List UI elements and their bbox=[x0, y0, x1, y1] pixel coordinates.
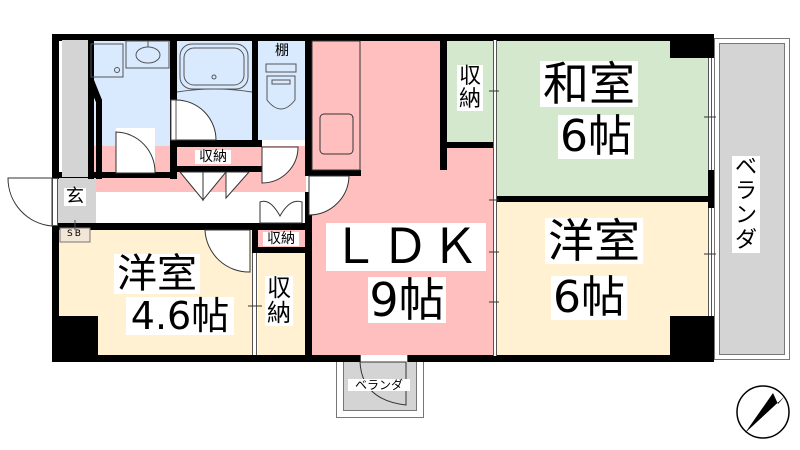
wall-storage-left bbox=[252, 223, 258, 253]
window-east-yoshitsu bbox=[708, 208, 712, 316]
shoe-box-label: SB bbox=[67, 229, 83, 239]
ldk-size: 9帖 bbox=[368, 273, 446, 327]
ldk-name: ＬＤＫ bbox=[326, 223, 486, 271]
washitsu-name: 和室 bbox=[540, 61, 638, 107]
wall-hall-bottom bbox=[52, 223, 310, 230]
kitchen-sink-icon bbox=[319, 113, 354, 155]
bathtub-icon bbox=[179, 43, 249, 90]
north-arrow-icon bbox=[736, 385, 790, 439]
wall-storage-hall-bottom bbox=[170, 166, 262, 172]
yoshitsu-west-name: 洋室 bbox=[114, 254, 200, 294]
outer-wall-top bbox=[52, 34, 714, 41]
window-south-ldk bbox=[360, 355, 408, 362]
washitsu-size: 6帖 bbox=[558, 111, 634, 162]
column-se bbox=[670, 316, 714, 362]
wall-kitchen-bottom bbox=[305, 170, 361, 176]
yoshitsu-east-name: 洋室 bbox=[545, 218, 643, 264]
wall-ldk-left bbox=[305, 192, 312, 362]
washing-machine-icon bbox=[90, 43, 124, 78]
wall-storage-small-bottom bbox=[252, 247, 310, 253]
outer-wall-right-mid bbox=[708, 170, 714, 208]
wall-ldk-stub bbox=[440, 142, 447, 170]
outer-wall-left-bottom bbox=[52, 226, 59, 362]
wall-washroom-bottom bbox=[52, 172, 177, 178]
column-ne bbox=[670, 34, 714, 58]
sliding-door-ldk-washitsu[interactable] bbox=[493, 40, 497, 356]
balcony-east-label: ベ ラ ン ダ bbox=[732, 155, 760, 253]
storage-small-label: 収納 bbox=[263, 232, 299, 246]
wall-storage-jp-left bbox=[440, 34, 447, 142]
wall-bath-right bbox=[252, 34, 258, 144]
wall-toilet-right bbox=[305, 34, 312, 176]
outer-wall-left-top bbox=[52, 34, 59, 179]
window-east-washitsu bbox=[708, 58, 712, 170]
storage-washitsu-label: 収 納 bbox=[457, 64, 483, 113]
toilet bbox=[258, 40, 306, 140]
entrance-label: 玄 bbox=[64, 186, 86, 207]
sliding-door-storage-west[interactable] bbox=[252, 253, 257, 355]
wall-storage-jp-bottom bbox=[440, 142, 496, 148]
storage-west-label: 収 納 bbox=[265, 274, 293, 328]
shelf-label: 棚 bbox=[275, 43, 289, 59]
sink-icon bbox=[135, 46, 161, 64]
storage-hall-label: 収納 bbox=[195, 150, 231, 164]
yoshitsu-east-size: 6帖 bbox=[551, 272, 627, 323]
column-sw bbox=[52, 316, 98, 362]
wall-entrance-left bbox=[88, 34, 94, 179]
toilet-icon bbox=[265, 63, 297, 73]
balcony-south-label: ベランダ bbox=[348, 379, 410, 391]
wall-rooms-divider bbox=[494, 196, 714, 202]
yoshitsu-west-size: 4.6帖 bbox=[126, 297, 234, 335]
wall-bath-bottom bbox=[170, 140, 262, 147]
